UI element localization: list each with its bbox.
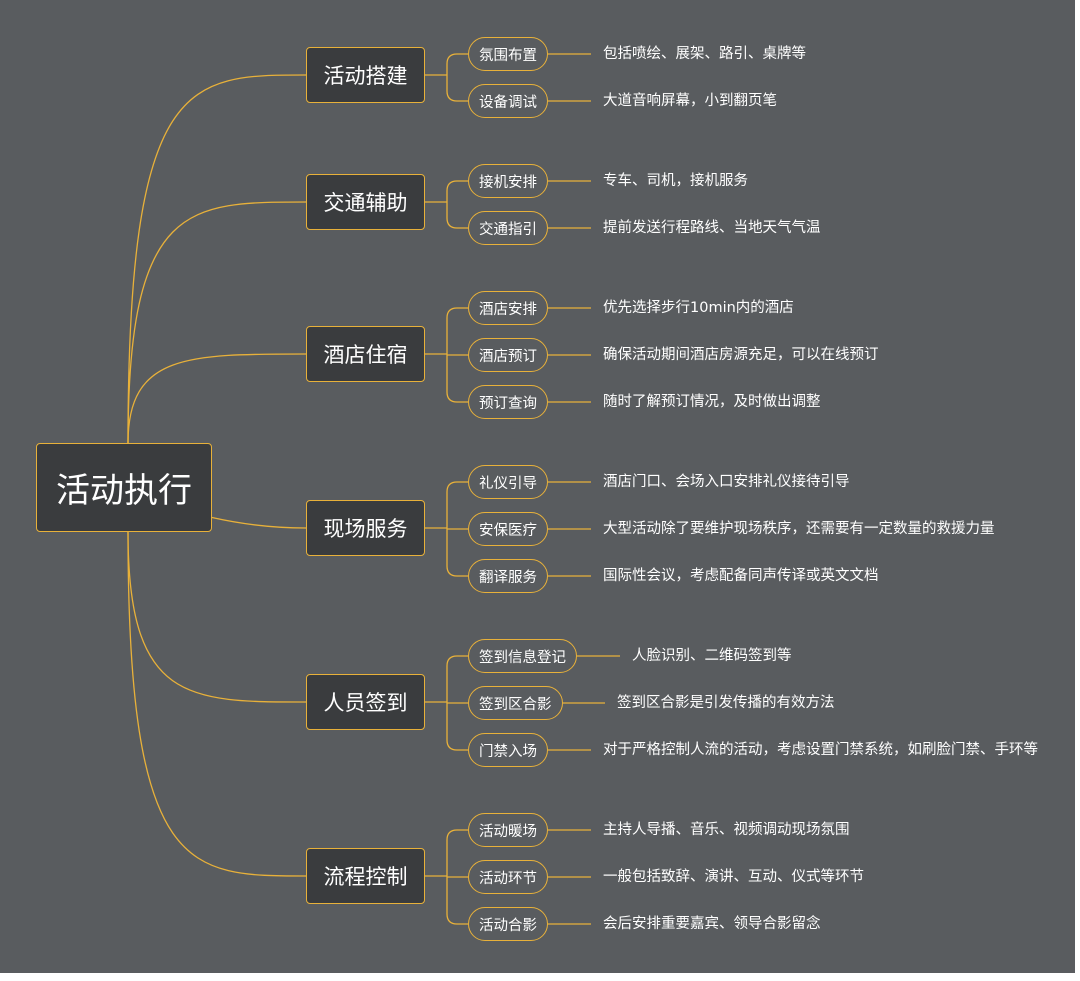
leaf-node[interactable]: 活动合影 bbox=[468, 907, 548, 941]
root-node[interactable]: 活动执行 bbox=[36, 443, 212, 532]
leaf-node[interactable]: 交通指引 bbox=[468, 211, 548, 245]
leaf-connector bbox=[446, 655, 468, 667]
leaf-connector bbox=[446, 180, 468, 192]
leaf-node[interactable]: 氛围布置 bbox=[468, 37, 548, 71]
leaf-description: 包括喷绘、展架、路引、桌牌等 bbox=[603, 46, 806, 62]
leaf-description: 国际性会议，考虑配备同声传译或英文文档 bbox=[603, 568, 879, 584]
root-connector bbox=[127, 531, 307, 877]
branch-node-transport[interactable]: 交通辅助 bbox=[306, 174, 425, 230]
branch-node-hotel[interactable]: 酒店住宿 bbox=[306, 326, 425, 382]
leaf-connector bbox=[446, 391, 468, 403]
leaf-connector bbox=[446, 829, 468, 841]
leaf-description: 大道音响屏幕，小到翻页笔 bbox=[603, 93, 777, 109]
leaf-node[interactable]: 活动环节 bbox=[468, 860, 548, 894]
leaf-connector bbox=[446, 53, 468, 65]
leaf-description: 一般包括致辞、演讲、互动、仪式等环节 bbox=[603, 869, 864, 885]
leaf-node[interactable]: 设备调试 bbox=[468, 84, 548, 118]
branch-node-checkin[interactable]: 人员签到 bbox=[306, 674, 425, 730]
leaf-description: 签到区合影是引发传播的有效方法 bbox=[617, 695, 835, 711]
leaf-description: 随时了解预订情况，及时做出调整 bbox=[603, 394, 821, 410]
leaf-node[interactable]: 预订查询 bbox=[468, 385, 548, 419]
leaf-description: 酒店门口、会场入口安排礼仪接待引导 bbox=[603, 474, 850, 490]
root-connector bbox=[127, 353, 307, 444]
leaf-connector bbox=[446, 565, 468, 577]
leaf-node[interactable]: 安保医疗 bbox=[468, 512, 548, 546]
root-connector bbox=[127, 531, 307, 703]
leaf-node[interactable]: 酒店安排 bbox=[468, 291, 548, 325]
leaf-description: 大型活动除了要维护现场秩序，还需要有一定数量的救援力量 bbox=[603, 521, 995, 537]
leaf-connector bbox=[446, 481, 468, 493]
leaf-node[interactable]: 酒店预订 bbox=[468, 338, 548, 372]
leaf-description: 会后安排重要嘉宾、领导合影留念 bbox=[603, 916, 821, 932]
branch-node-setup[interactable]: 活动搭建 bbox=[306, 47, 425, 103]
leaf-node[interactable]: 礼仪引导 bbox=[468, 465, 548, 499]
branch-node-process[interactable]: 流程控制 bbox=[306, 848, 425, 904]
leaf-connector bbox=[446, 90, 468, 102]
leaf-connector bbox=[446, 739, 468, 751]
leaf-node[interactable]: 翻译服务 bbox=[468, 559, 548, 593]
leaf-description: 提前发送行程路线、当地天气气温 bbox=[603, 220, 821, 236]
leaf-description: 确保活动期间酒店房源充足，可以在线预订 bbox=[603, 347, 879, 363]
root-connector bbox=[211, 516, 307, 529]
leaf-connector bbox=[446, 217, 468, 229]
leaf-node[interactable]: 签到信息登记 bbox=[468, 639, 577, 673]
leaf-description: 优先选择步行10min内的酒店 bbox=[603, 300, 794, 316]
leaf-node[interactable]: 签到区合影 bbox=[468, 686, 563, 720]
leaf-node[interactable]: 门禁入场 bbox=[468, 733, 548, 767]
branch-node-onsite[interactable]: 现场服务 bbox=[306, 500, 425, 556]
root-connector bbox=[127, 201, 307, 444]
leaf-node[interactable]: 活动暖场 bbox=[468, 813, 548, 847]
leaf-description: 人脸识别、二维码签到等 bbox=[632, 648, 792, 664]
root-connector bbox=[127, 74, 307, 444]
leaf-description: 对于严格控制人流的活动，考虑设置门禁系统，如刷脸门禁、手环等 bbox=[603, 742, 1038, 758]
leaf-connector bbox=[446, 913, 468, 925]
leaf-description: 主持人导播、音乐、视频调动现场氛围 bbox=[603, 822, 850, 838]
leaf-description: 专车、司机，接机服务 bbox=[603, 173, 748, 189]
leaf-connector bbox=[446, 307, 468, 319]
leaf-node[interactable]: 接机安排 bbox=[468, 164, 548, 198]
